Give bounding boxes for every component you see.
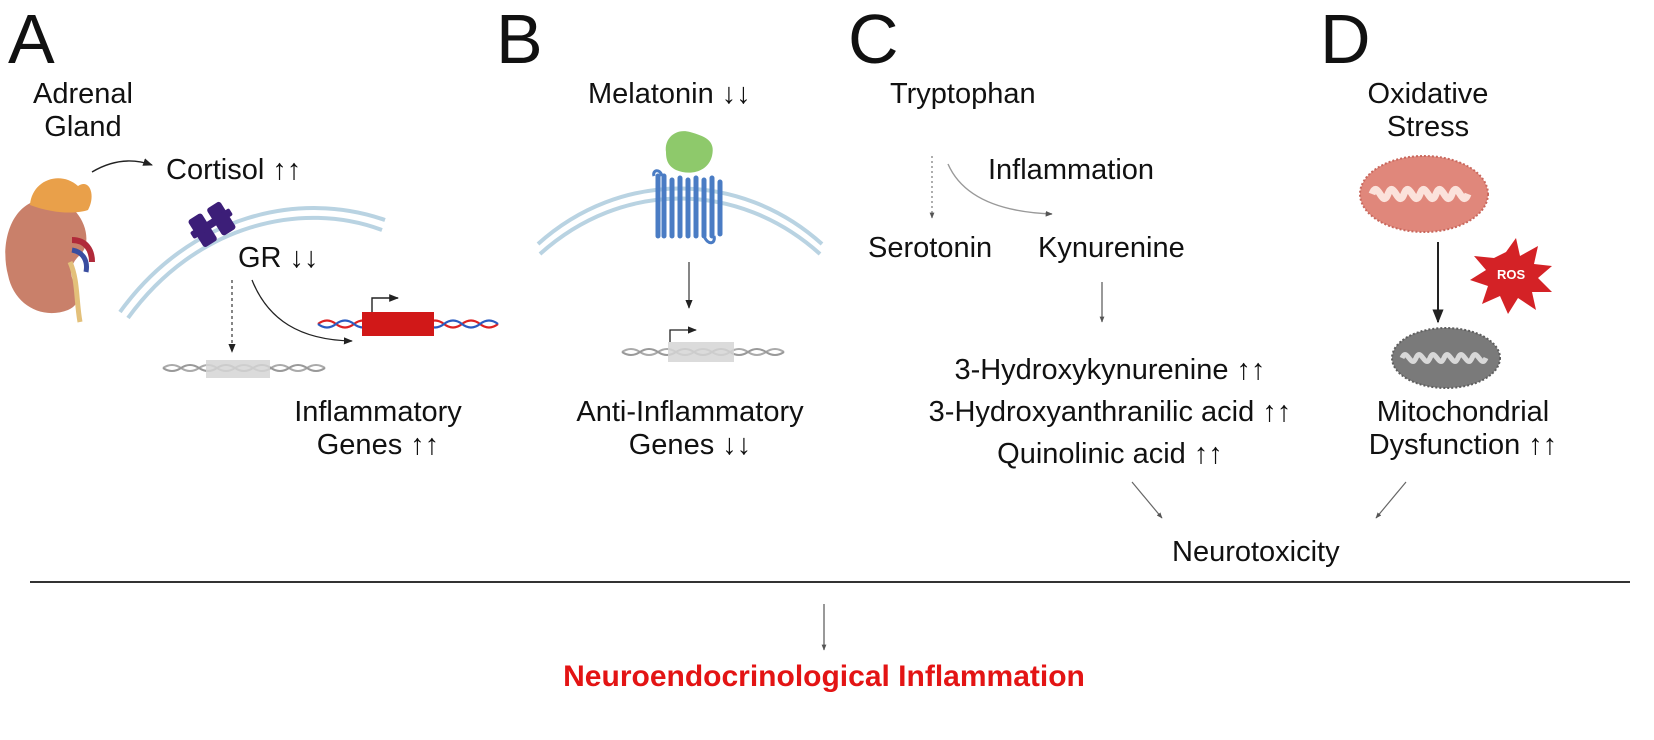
adrenal-gland-label: Adrenal Gland (33, 78, 133, 144)
gr-to-inflammatory-dna-arrow (251, 279, 353, 345)
tryptophan-label: Tryptophan (890, 78, 1036, 110)
panel-letter-d: D (1320, 0, 1371, 78)
inflammatory-genes-label: Inflammatory Genes ↑↑ (294, 396, 462, 462)
metabolites-to-neurotoxicity-arrow (1131, 481, 1163, 519)
serotonin-label: Serotonin (868, 232, 993, 264)
kynurenine-label: Kynurenine (1038, 232, 1185, 264)
inflammatory-gene-dna-icon (317, 294, 499, 336)
ros-burst-icon (1470, 238, 1552, 314)
melatonin-molecule-icon (665, 131, 713, 173)
cell-membrane-a (118, 206, 386, 320)
tryptophan-to-kynurenine-arrow (947, 163, 1053, 217)
ros-label: ROS (1497, 267, 1526, 282)
damaged-mitochondrion-icon (1391, 327, 1501, 389)
panel-letter-a: A (8, 0, 55, 78)
metabolite-quinolinic-acid: Quinolinic acid ↑↑ (997, 438, 1223, 470)
oxidative-stress-label: Oxidative Stress (1367, 78, 1489, 144)
metabolite-3-hydroxykynurenine: 3-Hydroxykynurenine ↑↑ (954, 354, 1266, 386)
cortisol-label: Cortisol ↑↑ (166, 154, 302, 186)
glucocorticoid-receptor-icon (188, 201, 236, 247)
anti-inflammatory-genes-label: Anti-Inflammatory Genes ↓↓ (576, 396, 804, 462)
adrenal-to-cortisol-arrow (91, 158, 153, 173)
outcome-title: Neuroendocrinological Inflammation (563, 660, 1085, 693)
panel-letter-b: B (496, 0, 543, 78)
mitochondrion-icon (1359, 155, 1489, 233)
kidney-adrenal-icon (5, 178, 95, 323)
dysfunction-to-neurotoxicity-arrow (1375, 481, 1407, 519)
dna-icon (162, 360, 326, 378)
metabolite-3-hydroxyanthranilic-acid: 3-Hydroxyanthranilic acid ↑↑ (928, 396, 1292, 428)
mitochondrial-dysfunction-label: Mitochondrial Dysfunction ↑↑ (1368, 396, 1558, 462)
anti-inflammatory-dna-icon (621, 326, 785, 362)
neurotoxicity-label: Neurotoxicity (1172, 536, 1340, 568)
melatonin-label: Melatonin ↓↓ (588, 78, 751, 110)
gr-label: GR ↓↓ (238, 242, 319, 274)
inflammation-label: Inflammation (988, 154, 1155, 186)
melatonin-receptor-icon (652, 169, 723, 245)
panel-letter-c: C (848, 0, 899, 78)
